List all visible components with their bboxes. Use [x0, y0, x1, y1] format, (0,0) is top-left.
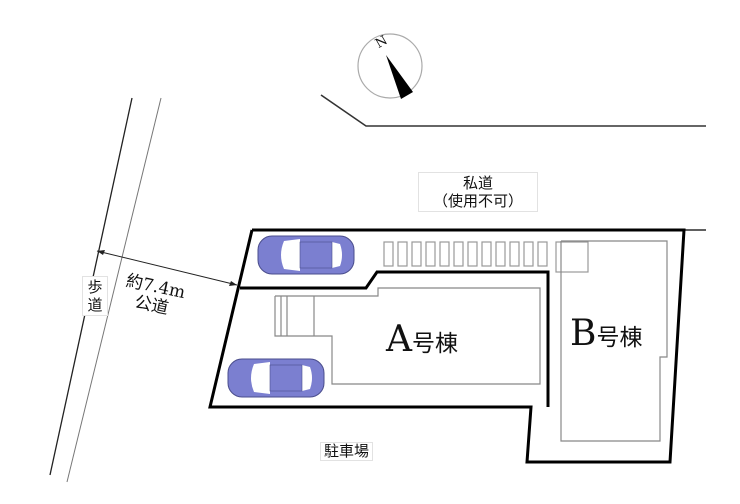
- building-b-label: B号棟: [570, 316, 642, 352]
- private-road-note: （使用不可）: [432, 192, 523, 210]
- lot-boundary: [208, 228, 706, 464]
- car-icon-upper: [257, 235, 355, 275]
- building-b-suffix: 号棟: [596, 325, 643, 351]
- building-b-letter: B: [570, 313, 597, 354]
- private-road-name: 私道: [462, 174, 493, 192]
- north-arrow-icon: [357, 33, 423, 99]
- sidewalk-char-2: 道: [87, 296, 103, 314]
- building-a-label: A号棟: [386, 322, 458, 358]
- road-width-dimension: [96, 250, 238, 286]
- sidewalk-label: 歩 道: [82, 276, 108, 316]
- parking-stalls: [383, 241, 589, 273]
- building-a-letter: A: [386, 319, 412, 360]
- building-b-outline: [560, 240, 668, 442]
- sidewalk-edge-inner: [66, 97, 162, 483]
- car-icon-lower: [227, 358, 325, 398]
- private-road-edge: [320, 94, 706, 127]
- building-a-suffix: 号棟: [412, 331, 458, 357]
- parking-label: 駐車場: [320, 442, 374, 461]
- sidewalk-char-1: 歩: [87, 278, 103, 296]
- building-a-outline: [274, 287, 541, 385]
- private-road-label: 私道 （使用不可）: [418, 172, 538, 212]
